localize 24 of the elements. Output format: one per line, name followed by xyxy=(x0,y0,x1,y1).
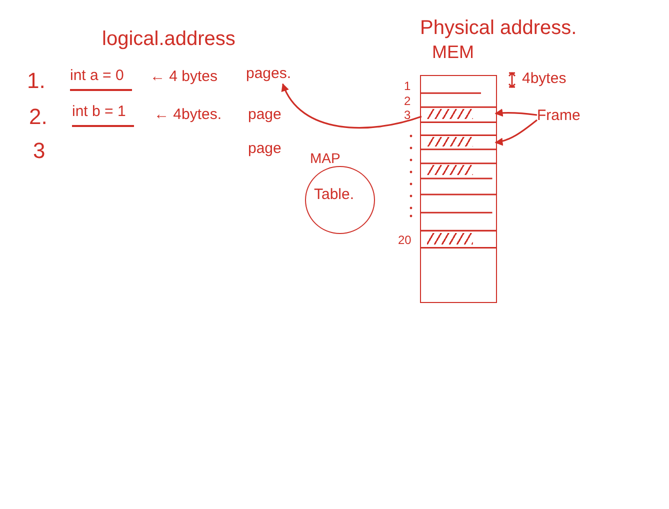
row-number: 20 xyxy=(398,233,412,248)
column-heading: logical.address xyxy=(102,27,236,51)
circle-heading: MAP xyxy=(310,150,340,166)
code-statement: int b = 1 xyxy=(72,103,134,127)
row-number: 3 xyxy=(404,108,411,122)
size-note: 4bytes xyxy=(522,70,566,88)
frame-label: Frame xyxy=(537,106,587,126)
size-note: ← 4bytes. xyxy=(154,106,222,124)
list-number: 3 xyxy=(33,138,46,164)
memory-label: MEM xyxy=(432,42,474,64)
row-number: 2 xyxy=(404,94,411,108)
circle-text: Table. xyxy=(314,186,354,204)
curved-arrow xyxy=(282,83,422,128)
list-number: 1. xyxy=(27,68,46,94)
page-label: page xyxy=(248,140,282,158)
list-number: 2. xyxy=(29,104,48,130)
page-label: page xyxy=(248,106,282,124)
size-note: ← 4 bytes xyxy=(150,68,218,86)
page-label: pages. xyxy=(246,64,292,84)
arrow xyxy=(494,119,538,146)
row-number: 1 xyxy=(404,79,411,94)
code-statement: int a = 0 xyxy=(70,67,132,91)
arrow xyxy=(494,108,538,117)
column-heading: Physical address. xyxy=(420,16,577,40)
